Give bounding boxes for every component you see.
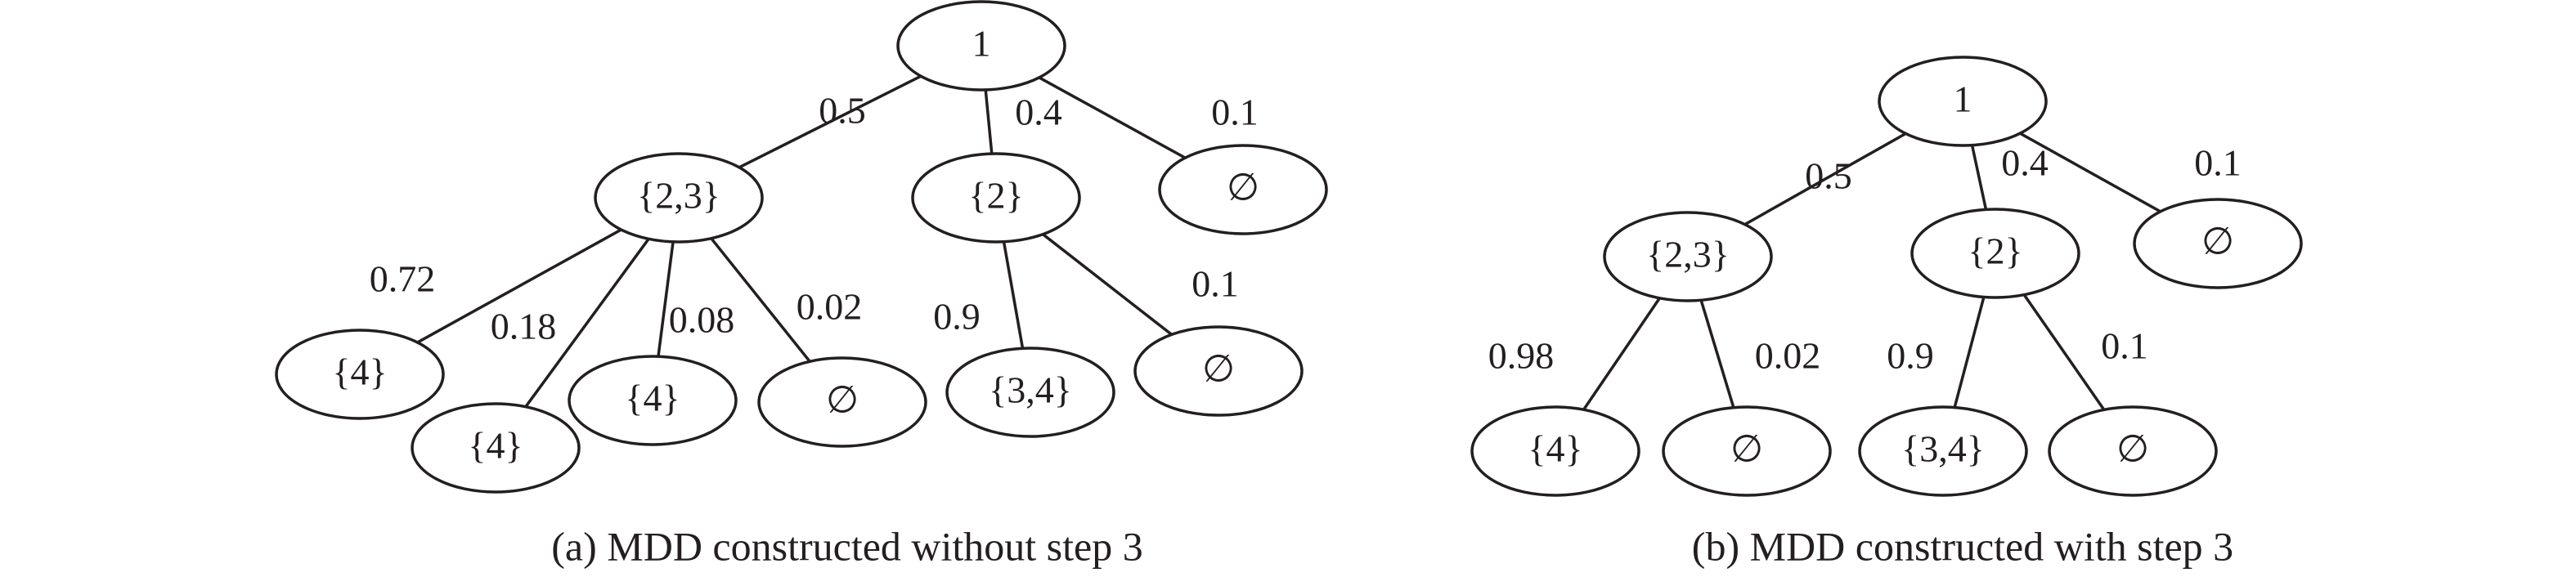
b-node-label-4: {4}: [1528, 428, 1582, 470]
b-node-ellipse-4: [1470, 405, 1640, 497]
a-edge-label-0: 0.5: [819, 90, 866, 132]
b-edge-label-1: 0.4: [2001, 142, 2049, 184]
b-edge-label-5: 0.9: [1887, 335, 1934, 377]
a-edge-label-7: 0.9: [933, 296, 981, 338]
a-node-label-7: ∅: [826, 379, 859, 421]
a-edge-label-3: 0.72: [370, 258, 436, 300]
a-node-4: {4}: [275, 329, 445, 420]
a-edge-label-2: 0.1: [1211, 92, 1259, 133]
b-node-6: {3,4}: [1858, 405, 2028, 497]
b-node-2: {2}: [1910, 208, 2080, 299]
b-node-5: ∅: [1662, 405, 1832, 497]
a-caption: (a) MDD constructed without step 3: [551, 523, 1142, 569]
a-node-label-9: ∅: [1202, 348, 1235, 390]
a-node-ellipse-1: [594, 152, 764, 244]
diagram-b-mdd-with-step-3: 0.5 0.4 0.1 0.98 0.02 0.9 0.1 1 {2,3} {2} ∅ {4} ∅ {3,…: [1470, 56, 2303, 569]
a-node-ellipse-2: [911, 152, 1081, 244]
a-node-8: {3,4}: [945, 347, 1115, 438]
diagram-a-mdd-without-step-3: 0.5 0.4 0.1 0.72 0.18 0.08 0.02 0.9 0.1 1 {2,3} {2}…: [275, 0, 1328, 569]
a-edge-label-6: 0.02: [797, 286, 863, 328]
a-node-label-4: {4}: [332, 351, 387, 393]
b-node-ellipse-5: [1662, 405, 1832, 497]
b-node-label-2: {2}: [1968, 230, 2022, 272]
b-node-label-1: {2,3}: [1646, 234, 1730, 275]
a-edge-label-1: 0.4: [1015, 92, 1062, 133]
a-edge-label-5: 0.08: [669, 299, 735, 341]
a-node-ellipse-5: [411, 402, 581, 494]
b-edge-label-0: 0.5: [1805, 155, 1852, 197]
a-node-ellipse-8: [945, 347, 1115, 438]
a-node-label-3: ∅: [1227, 167, 1259, 208]
b-node-label-3: ∅: [2201, 221, 2234, 262]
b-node-ellipse-2: [1910, 208, 2080, 299]
b-node-label-6: {3,4}: [1901, 428, 1985, 470]
b-node-1: {2,3}: [1603, 211, 1773, 302]
a-node-ellipse-3: [1158, 144, 1328, 235]
a-node-6: {4}: [568, 355, 738, 446]
b-caption: (b) MDD constructed with step 3: [1692, 523, 2233, 569]
b-node-7: ∅: [2048, 405, 2218, 497]
a-node-label-5: {4}: [468, 425, 523, 467]
b-edge-label-4: 0.02: [1755, 335, 1821, 377]
a-node-ellipse-4: [275, 329, 445, 420]
b-node-label-7: ∅: [2116, 428, 2149, 470]
a-node-9: ∅: [1133, 325, 1304, 417]
a-edge-label-8: 0.1: [1192, 263, 1239, 305]
b-node-ellipse-6: [1858, 405, 2028, 497]
a-node-ellipse-6: [568, 355, 738, 446]
a-node-7: ∅: [757, 356, 927, 448]
b-node-ellipse-7: [2048, 405, 2218, 497]
a-node-ellipse-9: [1133, 325, 1304, 417]
b-node-0: 1: [1878, 56, 2048, 147]
a-node-label-2: {2}: [968, 175, 1023, 217]
a-node-ellipse-0: [896, 0, 1066, 92]
a-node-2: {2}: [911, 152, 1081, 244]
b-edge-label-3: 0.98: [1488, 335, 1555, 377]
a-node-ellipse-7: [757, 356, 927, 448]
b-node-label-0: 1: [1954, 78, 1972, 120]
a-node-label-1: {2,3}: [637, 175, 720, 217]
b-node-label-5: ∅: [1730, 428, 1763, 470]
b-node-3: ∅: [2133, 198, 2303, 289]
a-node-1: {2,3}: [594, 152, 764, 244]
a-node-label-0: 1: [972, 23, 991, 65]
a-node-label-8: {3,4}: [989, 369, 1072, 411]
a-node-label-6: {4}: [625, 378, 680, 419]
b-edge-label-2: 0.1: [2194, 142, 2242, 184]
b-node-ellipse-3: [2133, 198, 2303, 289]
a-edge-label-4: 0.18: [491, 306, 557, 347]
a-node-5: {4}: [411, 402, 581, 494]
a-node-0: 1: [896, 0, 1066, 92]
a-node-3: ∅: [1158, 144, 1328, 235]
b-node-ellipse-1: [1603, 211, 1773, 302]
b-edge-label-6: 0.1: [2101, 325, 2148, 367]
b-node-4: {4}: [1470, 405, 1640, 497]
b-node-ellipse-0: [1878, 56, 2048, 147]
